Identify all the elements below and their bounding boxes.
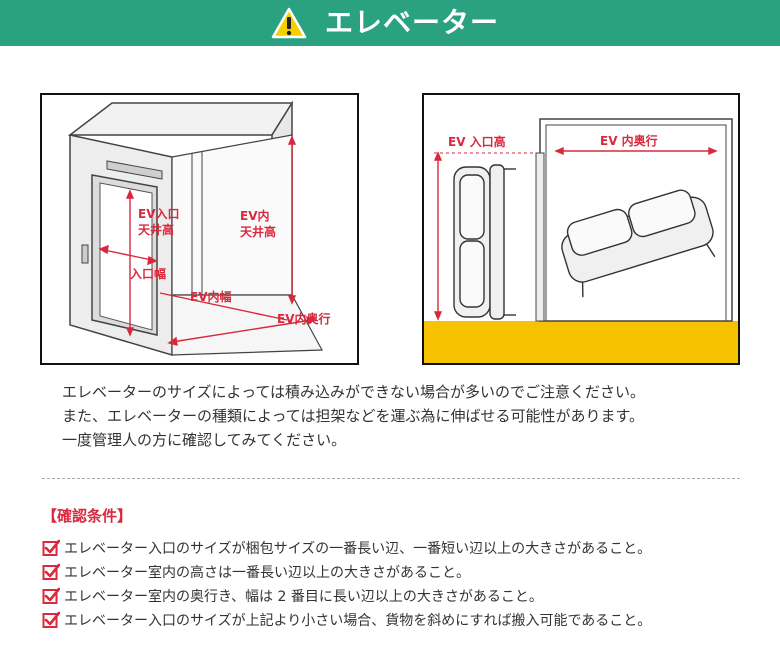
inner-depth-label: EV内奥行 [277, 311, 331, 326]
page-title: エレベーター [325, 6, 500, 39]
inner-ceiling-label-1: EV内 [240, 208, 270, 223]
checkbox-checked-icon [42, 539, 60, 556]
inner-depth-label-right: EV 内奥行 [600, 133, 658, 148]
condition-item: エレベーター室内の奥行き、幅は 2 番目に長い辺以上の大きさがあること。 [42, 584, 762, 608]
condition-text: エレベーター入口のサイズが上記より小さい場合、貨物を斜めにすれば搬入可能であるこ… [64, 613, 652, 629]
condition-text: エレベーター室内の奥行き、幅は 2 番目に長い辺以上の大きさがあること。 [64, 589, 543, 605]
entrance-ceiling-label-2: 天井高 [138, 222, 174, 237]
notice-line: エレベーターのサイズによっては積み込みができない場合が多いのでご注意ください。 [62, 383, 646, 401]
entrance-width-label: 入口幅 [130, 266, 166, 281]
notice-line: 一度管理人の方に確認してみてください。 [62, 431, 347, 449]
checkbox-checked-icon [42, 587, 60, 604]
sofa-fit-diagram: EV 入口高 EV 内奥行 [422, 93, 740, 365]
checkbox-checked-icon [42, 611, 60, 628]
inner-ceiling-label-2: 天井高 [240, 224, 276, 239]
condition-text: エレベーター入口のサイズが梱包サイズの一番長い辺、一番短い辺以上の大きさがあるこ… [64, 541, 652, 557]
condition-item: エレベーター入口のサイズが梱包サイズの一番長い辺、一番短い辺以上の大きさがあるこ… [42, 536, 762, 560]
warning-triangle-icon [271, 7, 307, 39]
conditions-title: 【確認条件】 [42, 507, 133, 525]
dashed-divider [42, 478, 740, 479]
notice-text: エレベーターのサイズによっては積み込みができない場合が多いのでご注意ください。 … [62, 380, 742, 452]
elevator-dimension-diagram: EV入口 天井高 EV内 天井高 入口幅 EV内幅 EV内奥行 [40, 93, 359, 365]
conditions-list: エレベーター入口のサイズが梱包サイズの一番長い辺、一番短い辺以上の大きさがあるこ… [42, 536, 762, 632]
inner-width-label: EV内幅 [190, 289, 232, 304]
condition-item: エレベーター入口のサイズが上記より小さい場合、貨物を斜めにすれば搬入可能であるこ… [42, 608, 762, 632]
notice-line: また、エレベーターの種類によっては担架などを運ぶ為に伸ばせる可能性があります。 [62, 407, 645, 425]
header-banner: エレベーター [0, 0, 780, 46]
checkbox-checked-icon [42, 563, 60, 580]
condition-text: エレベーター室内の高さは一番長い辺以上の大きさがあること。 [64, 565, 470, 581]
condition-item: エレベーター室内の高さは一番長い辺以上の大きさがあること。 [42, 560, 762, 584]
entrance-height-label: EV 入口高 [448, 134, 506, 149]
entrance-ceiling-label-1: EV入口 [138, 207, 180, 221]
